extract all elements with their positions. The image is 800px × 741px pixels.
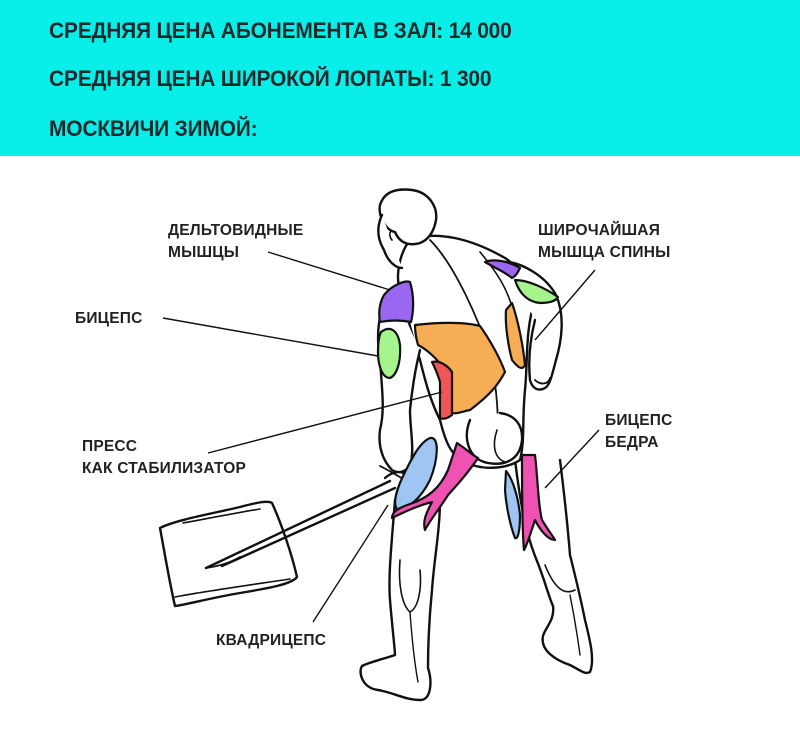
label-abs: ПРЕСС КАК СТАБИЛИЗАТОР xyxy=(82,438,247,477)
label-latissimus: ШИРОЧАЙШАЯ МЫШЦА СПИНЫ xyxy=(538,222,671,261)
shovel-price-line: СРЕДНЯЯ ЦЕНА ШИРОКОЙ ЛОПАТЫ: 1 300 xyxy=(49,66,492,91)
label-deltoids: ДЕЛЬТОВИДНЫЕ МЫШЦЫ xyxy=(168,222,304,261)
man-shoveling-icon xyxy=(158,188,600,702)
muscovites-winter-line: МОСКВИЧИ ЗИМОЙ: xyxy=(49,116,258,141)
label-biceps: БИЦЕПС xyxy=(75,310,143,327)
label-hamstrings: БИЦЕПС БЕДРА xyxy=(605,412,673,451)
label-quadriceps: КВАДРИЦЕПС xyxy=(216,632,327,649)
muscle-illustration: ДЕЛЬТОВИДНЫЕ МЫШЦЫ ШИРОЧАЙШАЯ МЫШЦА СПИН… xyxy=(0,156,800,741)
header-banner: СРЕДНЯЯ ЦЕНА АБОНЕМЕНТА В ЗАЛ: 14 000 СР… xyxy=(0,0,800,156)
gym-price-line: СРЕДНЯЯ ЦЕНА АБОНЕМЕНТА В ЗАЛ: 14 000 xyxy=(49,18,512,43)
